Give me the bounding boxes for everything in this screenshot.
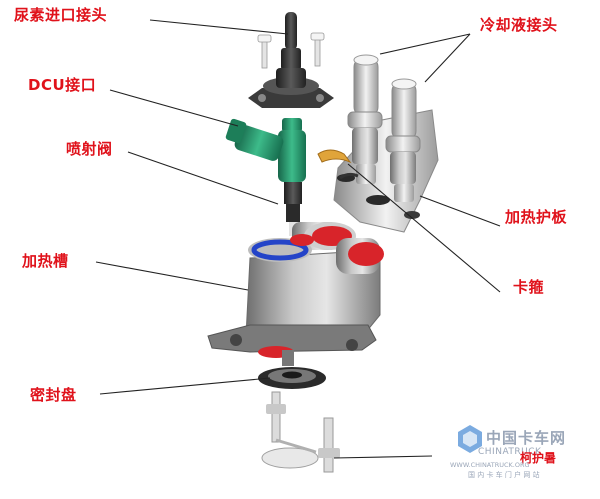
watermark-logo	[458, 425, 482, 453]
leader-coolant-left	[379, 33, 471, 55]
watermark-cn: 中国卡车网	[486, 429, 567, 447]
leader-heat-tank	[95, 261, 249, 291]
label-urea-inlet: 尿素进口接头	[14, 6, 108, 24]
watermark-sub: 国 内 卡 车 门 户 网 站	[468, 471, 540, 479]
watermark-extra: 柯护暑	[520, 451, 557, 465]
clamp-clip	[317, 149, 359, 180]
coolant-connector-right	[385, 78, 421, 202]
coolant-connector-left	[347, 54, 383, 184]
leader-seal-disc	[99, 377, 271, 395]
leader-urea-inlet	[149, 19, 289, 35]
label-heating-plate: 加热护板	[505, 208, 568, 226]
label-injector: 喷射阀	[66, 140, 113, 158]
label-clamp: 卡箍	[513, 278, 545, 296]
label-seal-disc: 密封盘	[30, 386, 77, 404]
leader-dcu	[109, 89, 239, 127]
urea-inlet-connector	[248, 12, 334, 108]
leader-bottom	[333, 455, 433, 459]
label-coolant-connector: 冷却液接头	[480, 16, 558, 34]
heating-plate	[333, 109, 439, 233]
leader-lines	[95, 19, 501, 459]
leader-injector	[127, 151, 279, 205]
watermark-url: WWW.CHINATRUCK.ORG	[450, 461, 530, 469]
leader-coolant-right	[424, 33, 471, 83]
leader-clamp	[347, 163, 501, 293]
bottom-sensor-part	[261, 391, 340, 473]
label-heating-tank: 加热槽	[22, 252, 69, 270]
leader-heat-plate	[419, 195, 501, 227]
sealing-disc	[258, 367, 326, 389]
watermark-en: CHINATRUCK	[478, 447, 542, 457]
heating-tank	[207, 222, 384, 366]
injector-valve	[225, 118, 306, 236]
label-dcu-port: DCU接口	[28, 76, 97, 94]
